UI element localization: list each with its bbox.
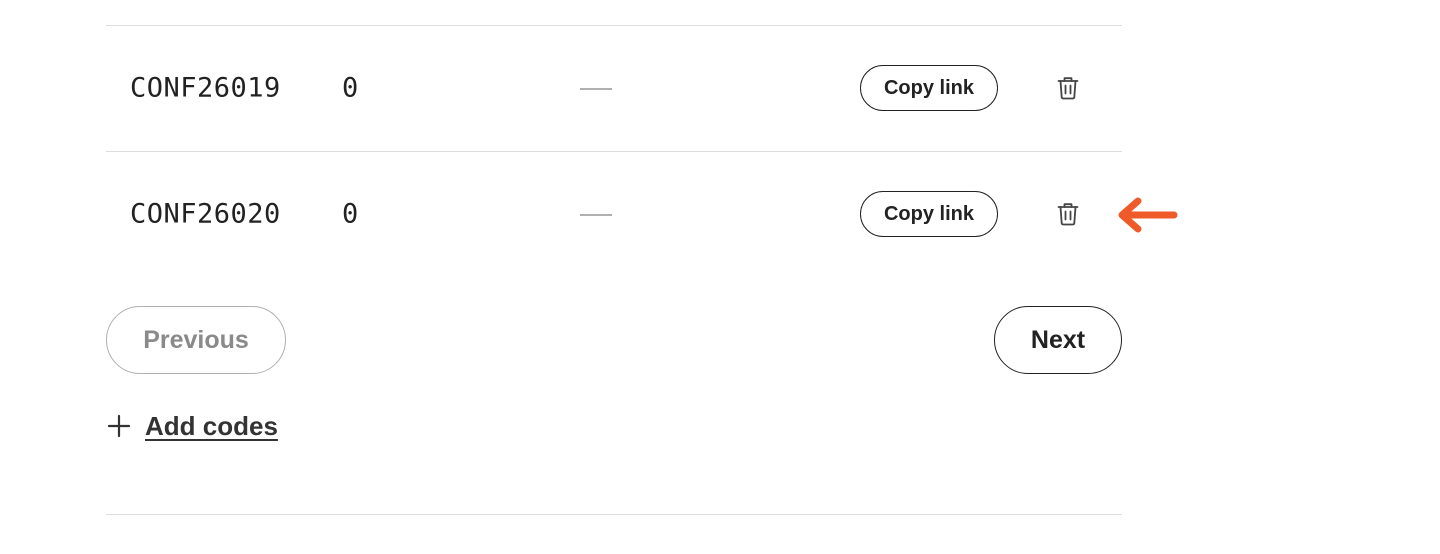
code-value: CONF26020 [130,198,281,230]
empty-value-dash [580,214,612,216]
bottom-divider [106,514,1122,515]
add-codes-label: Add codes [145,410,278,441]
top-divider [106,25,1122,26]
add-codes-link[interactable]: Add codes [106,406,278,446]
left-arrow-icon [1118,197,1178,233]
next-button[interactable]: Next [994,306,1122,374]
row-divider [106,151,1122,152]
delete-code-button[interactable] [1052,198,1084,230]
trash-icon [1057,203,1079,226]
table-row: CONF26019 0 Copy link [106,26,1122,150]
empty-value-dash [580,88,612,90]
code-value: CONF26019 [130,72,281,104]
uses-count: 0 [342,72,359,104]
previous-button[interactable]: Previous [106,306,286,374]
uses-count: 0 [342,198,359,230]
copy-link-button[interactable]: Copy link [860,191,998,237]
copy-link-button[interactable]: Copy link [860,65,998,111]
plus-icon [107,414,131,438]
delete-code-button[interactable] [1052,72,1084,104]
trash-icon [1057,77,1079,100]
table-row: CONF26020 0 Copy link [106,152,1122,276]
